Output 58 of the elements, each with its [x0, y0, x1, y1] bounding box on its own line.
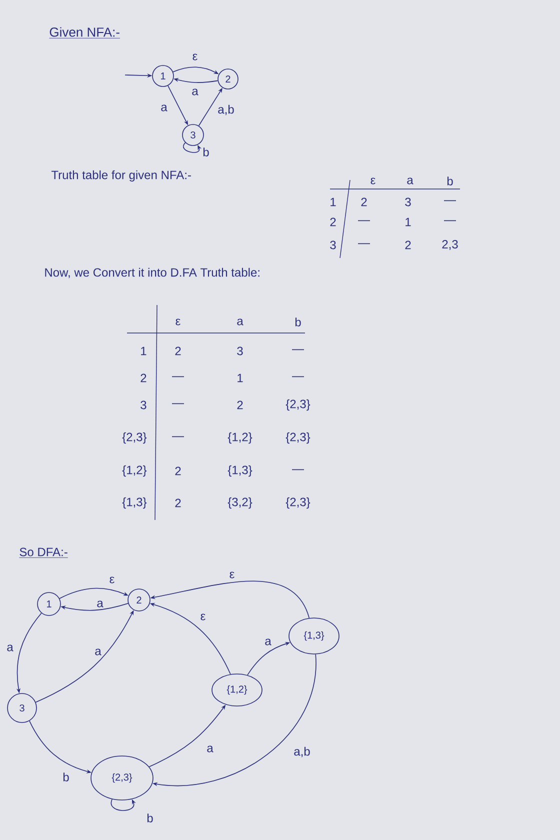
- row-label: 1: [330, 198, 336, 206]
- table-value: {2,3}: [286, 399, 310, 411]
- column-label: a: [407, 178, 414, 184]
- table-value: 3: [237, 346, 243, 356]
- table-value: —: [292, 376, 304, 378]
- table-value: 2: [361, 198, 367, 206]
- column-label: b: [447, 176, 453, 186]
- edge-label: a: [160, 104, 168, 112]
- edge-label: a,b: [292, 746, 312, 758]
- row-label: {1,3}: [122, 497, 147, 509]
- table-value: 2: [175, 498, 181, 508]
- table-value: —: [358, 220, 370, 222]
- column-label: ε: [370, 178, 376, 184]
- note-text: Now, we Convert it into D.FA Truth table:: [45, 268, 260, 278]
- column-label: ε: [176, 318, 180, 326]
- row-label: {2,3}: [122, 432, 147, 444]
- table-value: —: [172, 376, 184, 378]
- table-value: —: [358, 243, 370, 244]
- table-value: 2: [405, 240, 411, 250]
- table-value: 2: [175, 346, 181, 356]
- edge-label: b: [202, 146, 210, 158]
- row-label: 1: [141, 346, 146, 356]
- table-value: —: [444, 200, 456, 202]
- edge-label: b: [146, 812, 154, 824]
- table-value: {2,3}: [286, 432, 310, 444]
- edge-label: a,b: [216, 104, 236, 116]
- table-value: 2: [175, 466, 181, 476]
- row-label: 3: [140, 400, 146, 410]
- row-label: 2: [140, 374, 146, 382]
- table-value: —: [172, 403, 184, 404]
- heading: Given NFA:-: [49, 27, 120, 38]
- table-value: {2,3}: [286, 497, 310, 509]
- heading: So DFA:-: [19, 548, 68, 558]
- table-value: {1,2}: [228, 432, 252, 444]
- table-value: —: [444, 220, 456, 222]
- table-value: 2: [237, 400, 243, 410]
- edge-label: a: [96, 600, 104, 608]
- row-label: {1,2}: [122, 465, 147, 477]
- table-value: 2,3: [442, 240, 458, 250]
- table-value: —: [292, 469, 304, 470]
- edge-label: a: [264, 638, 272, 646]
- edge-label: a: [206, 744, 214, 754]
- table-value: 1: [238, 374, 243, 382]
- row-label: 3: [330, 240, 336, 250]
- table-value: {3,2}: [228, 497, 252, 509]
- table-value: —: [292, 349, 304, 350]
- edge-label: a: [190, 88, 200, 96]
- table-value: 1: [406, 218, 411, 226]
- table-value: {1,3}: [228, 465, 252, 477]
- column-label: a: [237, 318, 244, 326]
- note-text: Truth table for given NFA:-: [51, 170, 191, 182]
- edge-label: a: [6, 644, 14, 652]
- table-value: 3: [405, 198, 411, 206]
- column-label: b: [295, 318, 301, 326]
- edge-label: b: [62, 772, 70, 782]
- table-value: —: [172, 436, 184, 438]
- edge-label: a: [94, 648, 102, 656]
- row-label: 2: [330, 218, 336, 226]
